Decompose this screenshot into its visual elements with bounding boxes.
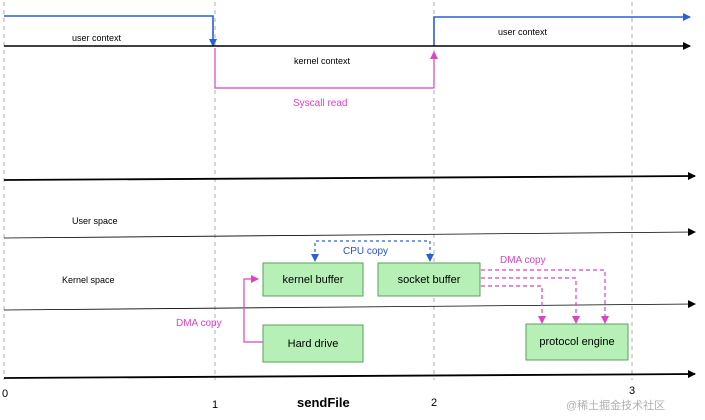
user-context-label-right: user context [498, 27, 548, 37]
syscall-read-label: Syscall read [293, 98, 347, 109]
protocol-engine-label: protocol engine [539, 336, 614, 348]
dma-copy-out-label: DMA copy [500, 255, 546, 266]
cpu-copy-arrowhead-icon [426, 254, 434, 262]
tick-0: 0 [2, 388, 8, 400]
user-kernel-boundary [3, 228, 696, 239]
tick-1: 1 [212, 399, 218, 411]
syscall-read-bracket [214, 48, 438, 89]
kernel-hardware-boundary [3, 300, 696, 311]
user-context-label-left: user context [72, 33, 122, 43]
hard-drive-label: Hard drive [288, 338, 339, 350]
sendfile-title: sendFile [297, 395, 350, 410]
dma-copy-in-bracket [243, 275, 263, 343]
dma-copy-in-label: DMA copy [176, 318, 222, 329]
user-space-label: User space [72, 216, 118, 226]
tick-2: 2 [431, 397, 437, 409]
kernel-context-label: kernel context [294, 56, 351, 66]
cpu-copy-arrowhead-icon [311, 254, 319, 262]
kernel-buffer-label: kernel buffer [283, 274, 344, 286]
dma-copy-out-lines [481, 269, 606, 318]
cpu-copy-bracket [314, 240, 431, 258]
dma-arrowhead-icon [572, 316, 580, 324]
dma-arrowhead-icon [601, 316, 609, 324]
user-context-line-right [433, 13, 691, 46]
dma-arrowhead-icon [538, 316, 546, 324]
socket-buffer-label: socket buffer [398, 274, 461, 286]
space-top-axis [3, 172, 696, 181]
socket-buffer-box: socket buffer [377, 262, 481, 297]
cpu-copy-label: CPU copy [343, 246, 388, 257]
kernel-space-label: Kernel space [62, 275, 115, 285]
time-axis [3, 370, 696, 379]
user-context-line-left [4, 15, 217, 47]
kernel-buffer-box: kernel buffer [262, 262, 364, 297]
tick-3: 3 [629, 385, 635, 397]
time-guides [3, 2, 633, 380]
watermark: @稀土掘金技术社区 [566, 398, 665, 412]
protocol-engine-box: protocol engine [525, 323, 629, 361]
hard-drive-box: Hard drive [262, 324, 364, 363]
